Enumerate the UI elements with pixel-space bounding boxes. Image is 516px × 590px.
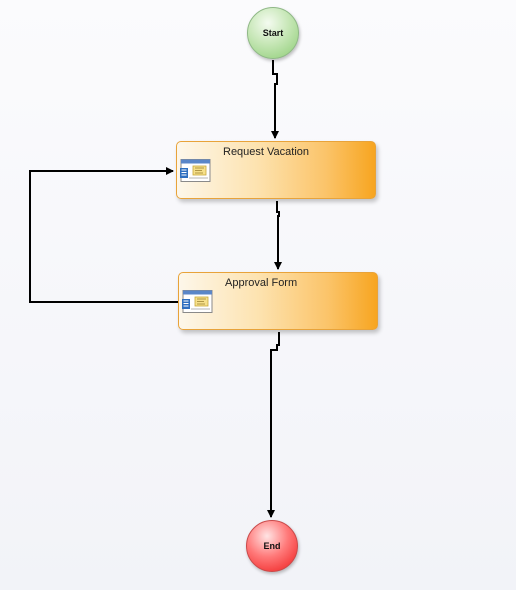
connector-start-to-request[interactable] [271,60,279,139]
end-label: End [263,541,281,551]
connector-approval-loopback[interactable] [29,167,178,303]
activity-label: Request Vacation [223,146,310,158]
activity-approval-form[interactable]: Approval Form [178,272,378,330]
form-icon [182,290,213,313]
form-icon [180,159,211,182]
start-node[interactable]: Start [247,7,299,59]
connector-approval-to-end[interactable] [267,332,280,518]
activity-label: Approval Form [225,277,298,289]
start-label: Start [262,28,284,38]
connector-request-to-approval[interactable] [274,201,282,270]
activity-request-vacation[interactable]: Request Vacation [176,141,376,199]
end-node[interactable]: End [246,520,298,572]
